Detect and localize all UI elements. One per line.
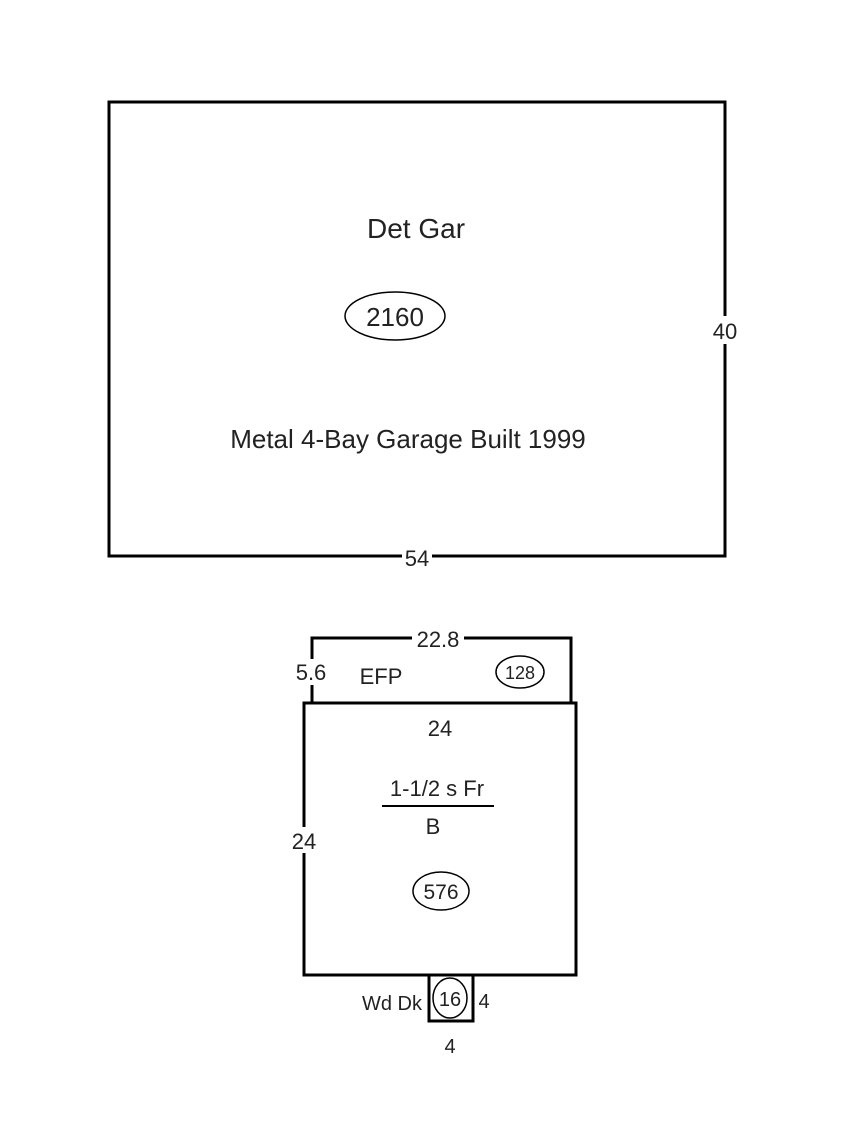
garage-group: Det Gar 2160 Metal 4-Bay Garage Built 19…	[107, 100, 739, 571]
garage-name: Det Gar	[367, 213, 465, 244]
house-side-label: 24	[292, 829, 316, 854]
deck-name: Wd Dk	[362, 993, 423, 1015]
house-group: 24 24 1-1/2 s Fr B 576	[290, 701, 578, 977]
house-basement-line: B	[426, 814, 441, 839]
deck-bottom-label: 4	[444, 1036, 455, 1058]
porch-name: EFP	[360, 664, 403, 689]
deck-area-label: 16	[439, 989, 461, 1011]
house-top-label: 24	[428, 716, 452, 741]
garage-depth-label: 40	[713, 319, 737, 344]
garage-area-label: 2160	[366, 302, 424, 332]
garage-area-oval	[344, 291, 446, 341]
house-area-oval	[412, 871, 470, 911]
porch-width-label: 22.8	[417, 627, 460, 652]
garage-width-label-bg	[402, 545, 432, 569]
deck-outline	[427, 973, 475, 1023]
house-area-label: 576	[423, 881, 458, 904]
deck-area-oval	[432, 977, 468, 1019]
house-outline	[302, 701, 578, 977]
porch-width-label-bg	[412, 627, 464, 651]
garage-width-label: 54	[405, 546, 429, 571]
porch-depth-label-bg	[292, 659, 330, 685]
porch-area-oval	[495, 655, 545, 689]
deck-side-label: 4	[478, 991, 489, 1013]
house-side-label-bg	[290, 827, 318, 853]
porch-area-label: 128	[505, 663, 535, 683]
porch-group: 22.8 5.6 EFP 128	[292, 627, 573, 703]
garage-depth-label-bg	[711, 316, 739, 344]
house-story-line: 1-1/2 s Fr	[390, 776, 484, 801]
garage-note: Metal 4-Bay Garage Built 1999	[230, 424, 586, 454]
deck-group: 16 Wd Dk 4 4	[362, 973, 490, 1058]
porch-depth-label: 5.6	[296, 660, 327, 685]
